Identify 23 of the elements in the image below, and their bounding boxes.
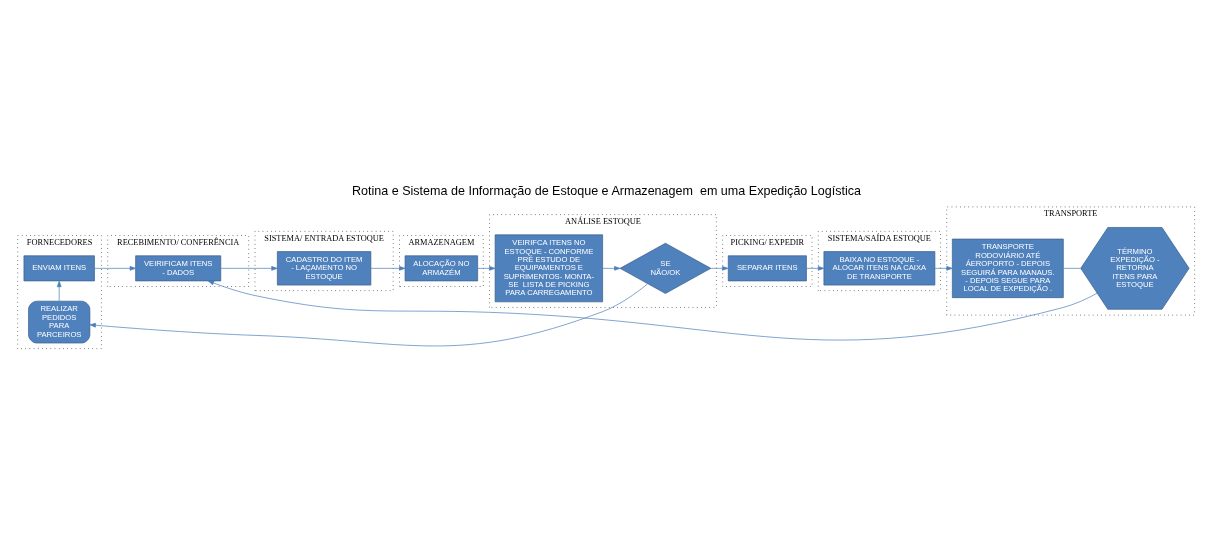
node-box: ALOCAÇÃO NO ARMAZÉM	[404, 255, 479, 282]
arrow	[477, 266, 496, 271]
arrow	[94, 266, 136, 271]
arrow	[370, 266, 406, 271]
node-box: VEIRIFCA ITENS NO ESTOQUE - CONFORME PRÉ ESTUDO DE EQUIPAMENTOS E SUPRIMENTOS- MONTA-SE LISTA DE PICKING PARA CARREGAMENTO	[494, 234, 603, 303]
arrow	[934, 266, 953, 271]
arrow	[710, 266, 729, 271]
arrow	[806, 266, 825, 271]
arrow	[56, 280, 62, 302]
node-box: SEPARAR ITENS	[727, 255, 807, 282]
node-box: TRANSPORTE RODOVIÁRIO ATÉ ÁEROPORTO - DEPOIS SEGUIRÁ PARA MANAUS. - DEPOIS SEGUE PARA LOCAL DE EXPEDIÇÃO .	[952, 238, 1064, 299]
node-box: VEIRIFICAM ITENS - DADOS	[135, 255, 222, 282]
node-box: BAIXA NO ESTOQUE - ALOCAR ITENS NA CAIXA DE TRANSPORTE	[823, 251, 936, 286]
arrow	[602, 266, 621, 271]
node-box: ENVIAM ITENS	[23, 255, 95, 282]
arrow	[207, 280, 1098, 341]
node-box: CADASTRO DO ITEM - LAÇAMENTO NO ESTOQUE	[276, 251, 372, 286]
node-box: REALIZAR PEDIDOS PARA PARCEIROS	[28, 300, 91, 344]
arrow	[89, 283, 648, 347]
connector	[1063, 268, 1081, 269]
node-diamond: SE NÃO/OK	[619, 242, 712, 294]
diagram-title: Rotina e Sistema de Informação de Estoque e Armazenagem em uma Expedição Logística	[351, 183, 862, 198]
arrow	[220, 266, 278, 271]
